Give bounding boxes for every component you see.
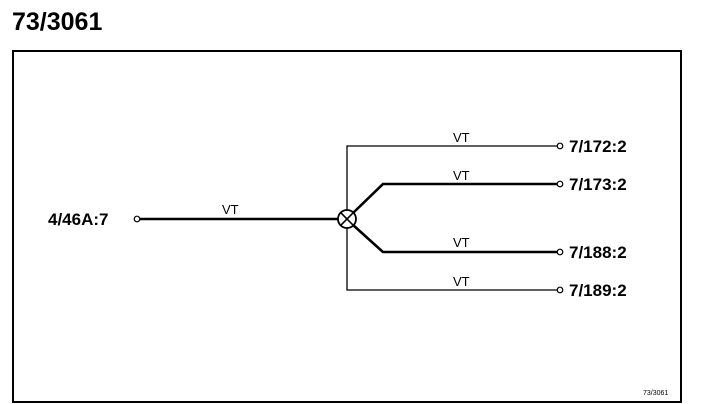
diagram-frame	[12, 50, 682, 403]
terminal-circle-icon	[133, 215, 141, 223]
branch-4-target: 7/189:2	[569, 281, 627, 300]
terminal-circle-icon	[556, 142, 564, 150]
source-label: 4/46A:7	[48, 210, 108, 229]
branch-4: VT 7/189:2	[346, 228, 627, 300]
branch-2-target: 7/173:2	[569, 175, 627, 194]
branch-1-wire-color: VT	[453, 130, 470, 145]
source-connector: 4/46A:7 VT	[48, 202, 338, 229]
terminal-circle-icon	[556, 286, 564, 294]
branch-3-wire	[352, 224, 557, 254]
branch-4-wire-color: VT	[453, 274, 470, 289]
terminal-circle-icon	[556, 248, 564, 256]
page-title: 73/3061	[12, 8, 102, 36]
branch-3-wire-color: VT	[453, 235, 470, 250]
branch-1-target: 7/172:2	[569, 137, 627, 156]
branch-3: VT 7/188:2	[352, 224, 627, 262]
branch-2-wire-color: VT	[453, 168, 470, 183]
source-wire-color: VT	[222, 202, 239, 217]
branch-2-wire	[352, 182, 557, 214]
branch-1: VT 7/172:2	[346, 130, 627, 210]
branch-4-wire	[346, 228, 557, 291]
branch-3-target: 7/188:2	[569, 243, 627, 262]
terminal-circle-icon	[556, 180, 564, 188]
branch-2: VT 7/173:2	[352, 168, 627, 214]
reference-code: 73/3061	[643, 390, 668, 397]
branch-1-wire	[346, 145, 557, 210]
